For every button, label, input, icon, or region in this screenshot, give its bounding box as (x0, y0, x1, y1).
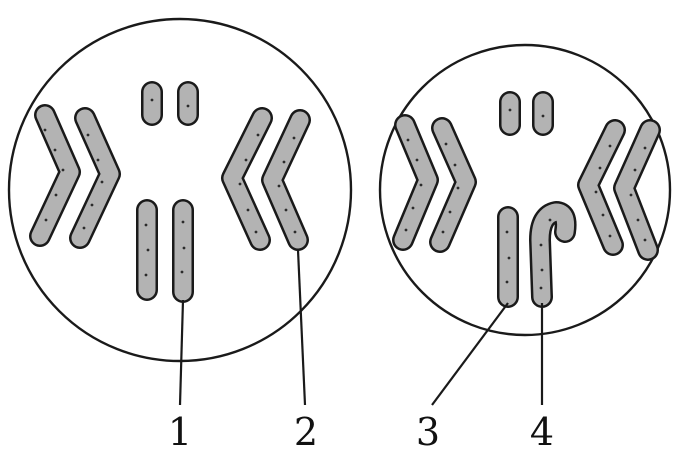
right-cell (380, 45, 670, 335)
label-2: 2 (294, 410, 318, 454)
label-4: 4 (530, 410, 554, 454)
label-1: 1 (168, 410, 192, 454)
label-3: 3 (416, 410, 440, 454)
